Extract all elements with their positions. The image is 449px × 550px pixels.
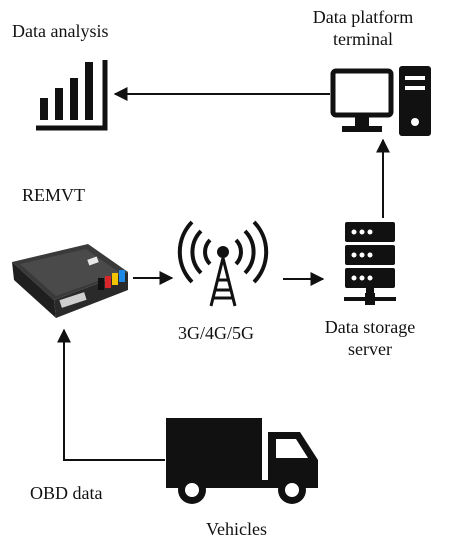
storage-label-line2: server <box>348 339 392 359</box>
truck-icon <box>166 418 318 504</box>
remvt-device-icon <box>12 244 128 318</box>
arrow-vehicles-to-remvt <box>57 328 165 461</box>
data-analysis-label: Data analysis <box>12 21 109 41</box>
network-label: 3G/4G/5G <box>178 323 254 343</box>
storage-label-line1: Data storage <box>324 317 416 337</box>
obd-data-label: OBD data <box>30 483 103 503</box>
storage-label: Data storage server <box>305 316 435 360</box>
server-icon <box>344 222 396 305</box>
bar-chart-icon <box>36 60 108 131</box>
data-platform-label: Data platform terminal <box>288 6 438 50</box>
computer-icon <box>330 66 431 136</box>
antenna-icon <box>177 220 269 307</box>
vehicles-label: Vehicles <box>206 519 267 539</box>
remvt-label: REMVT <box>22 185 85 205</box>
data-platform-label-line1: Data platform <box>312 7 414 27</box>
data-platform-label-line2: terminal <box>333 29 393 49</box>
